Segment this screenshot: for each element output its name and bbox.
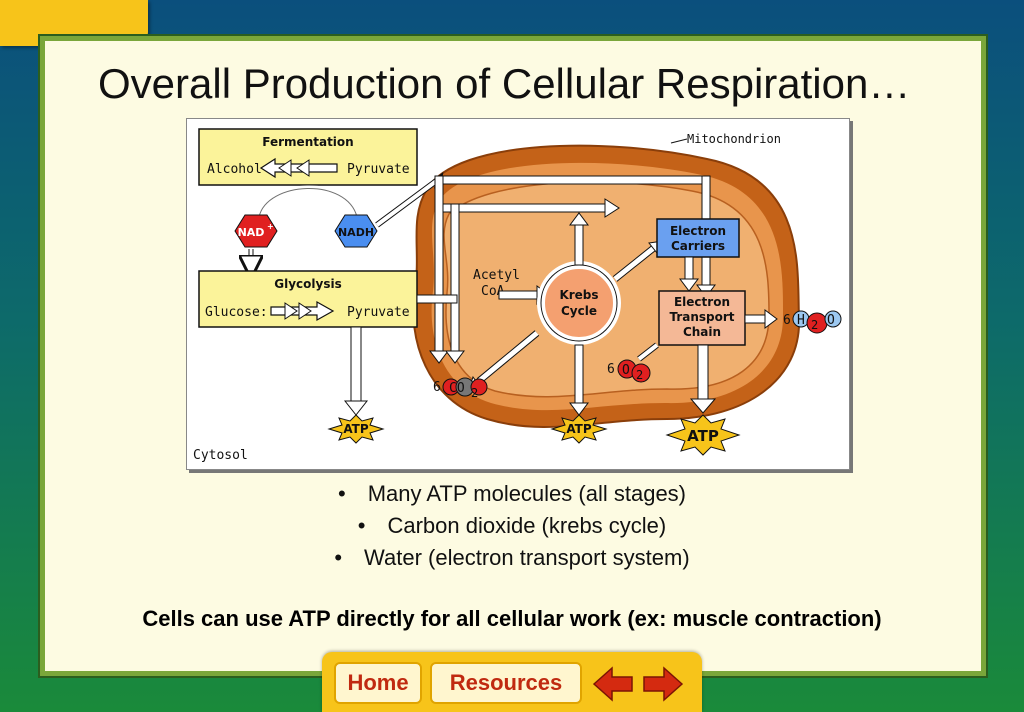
alcohol-label: Alcohol	[207, 162, 262, 177]
svg-text:O: O	[827, 313, 835, 328]
atp-burst-krebs: ATP	[550, 414, 608, 444]
bullet-item: •Carbon dioxide (krebs cycle)	[357, 513, 667, 538]
svg-text:2: 2	[636, 368, 643, 382]
carbon-dioxide-molecule: 6 CO 2	[433, 377, 488, 400]
svg-text:NADH: NADH	[338, 226, 374, 239]
cytosol-label: Cytosol	[193, 448, 248, 463]
atp-burst-etc: ATP	[665, 414, 741, 456]
glycolysis-label: Glycolysis	[274, 277, 341, 291]
svg-text:+: +	[267, 222, 274, 231]
svg-text:Electron: Electron	[670, 224, 726, 238]
svg-text:Transport: Transport	[669, 310, 734, 324]
glycolysis-arrows	[270, 300, 335, 322]
fermentation-label: Fermentation	[262, 135, 353, 149]
previous-button[interactable]	[590, 664, 636, 704]
nadh-badge: NADH	[334, 214, 378, 248]
home-button[interactable]: Home	[334, 662, 422, 704]
pyruvate-top-label: Pyruvate	[347, 162, 410, 177]
acetyl-label: Acetyl	[473, 268, 520, 283]
bullet-item: •Many ATP molecules (all stages)	[337, 481, 686, 506]
atp-burst-glycolysis: ATP	[327, 414, 385, 444]
svg-text:Chain: Chain	[683, 325, 721, 339]
etc-box	[658, 290, 746, 346]
bullet-list: •Many ATP molecules (all stages) •Carbon…	[0, 478, 1024, 574]
svg-text:2: 2	[811, 318, 818, 332]
svg-text:6: 6	[607, 362, 615, 377]
nad-cycle-arc	[256, 185, 360, 219]
electron-carriers-box	[656, 218, 740, 258]
svg-text:6: 6	[783, 313, 791, 328]
arrow-left-icon	[592, 666, 633, 702]
water-molecule: 6 H 2 O	[783, 310, 842, 334]
svg-text:6: 6	[433, 380, 441, 395]
slide-title: Overall Production of Cellular Respirati…	[98, 60, 911, 107]
arrow-right-icon	[643, 666, 684, 702]
pyruvate-bottom-label: Pyruvate	[347, 305, 410, 320]
resources-button[interactable]: Resources	[430, 662, 582, 704]
svg-text:Krebs: Krebs	[559, 288, 598, 302]
svg-text:H: H	[797, 313, 805, 328]
oxygen-molecule: 6 O 2	[607, 359, 651, 383]
svg-text:Carriers: Carriers	[671, 239, 725, 253]
svg-text:O: O	[622, 363, 630, 378]
svg-text:ATP: ATP	[343, 422, 369, 436]
svg-text:ATP: ATP	[566, 422, 592, 436]
svg-text:NAD: NAD	[238, 226, 265, 239]
svg-text:Cycle: Cycle	[561, 304, 597, 318]
glycolysis-box	[198, 270, 418, 328]
nav-bar: Home Resources	[322, 652, 702, 712]
summary-note: Cells can use ATP directly for all cellu…	[142, 606, 882, 631]
svg-text:ATP: ATP	[687, 427, 719, 445]
glucose-label: Glucose:	[205, 305, 268, 320]
svg-text:CO: CO	[449, 381, 465, 396]
svg-text:2: 2	[471, 386, 478, 400]
svg-text:Electron: Electron	[674, 295, 730, 309]
bullet-item: •Water (electron transport system)	[334, 545, 690, 570]
fermentation-arrows	[259, 157, 338, 179]
nad-plus-badge: NAD +	[234, 214, 278, 248]
respiration-diagram: Fermentation Alcohol Pyruvate NAD + NADH…	[186, 118, 850, 470]
next-button[interactable]	[640, 664, 686, 704]
mitochondrion-label: Mitochondrion	[687, 132, 781, 146]
krebs-cycle: Krebs Cycle	[537, 261, 621, 345]
